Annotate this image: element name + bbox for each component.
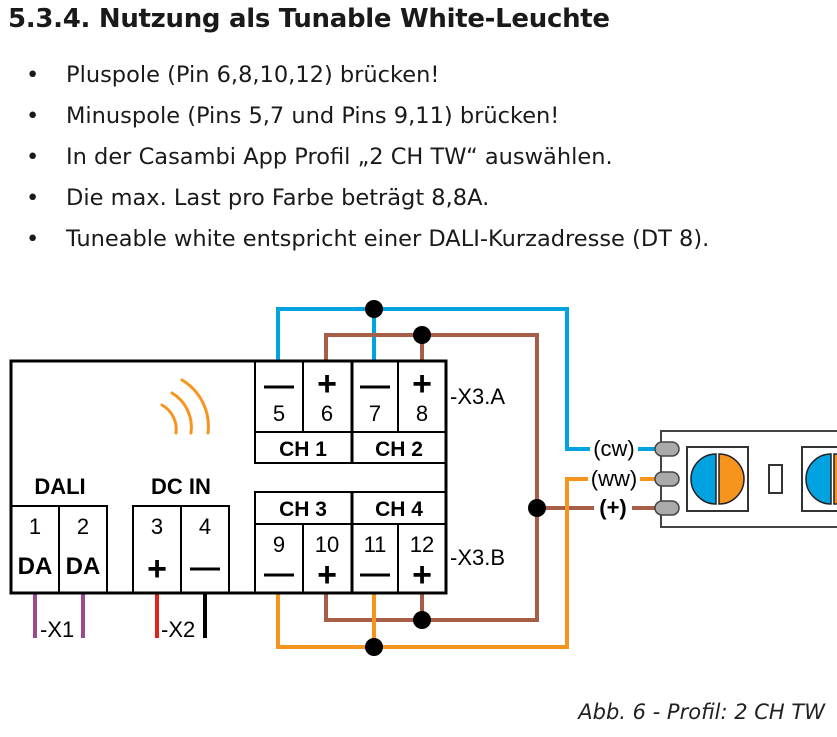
pin-number: 5	[273, 401, 285, 426]
pin-sign: —	[190, 551, 220, 584]
pin-number: 4	[199, 514, 211, 539]
connector-pad	[654, 441, 680, 457]
pin-number: 3	[151, 514, 163, 539]
pin-sign: +	[412, 556, 432, 594]
led-cw-half	[690, 453, 717, 505]
channel-label: CH 3	[279, 498, 327, 521]
pin-number: 8	[416, 401, 428, 426]
list-item: •Minuspole (Pins 5,7 und Pins 9,11) brüc…	[26, 103, 560, 129]
pin-sign: —	[360, 557, 390, 590]
pin-sign: —	[264, 369, 294, 402]
pin-number: 6	[321, 401, 333, 426]
wire-plus-top	[324, 333, 539, 622]
section-heading: 5.3.4. Nutzung als Tunable White-Leuchte	[8, 4, 610, 34]
channel-label: CH 2	[375, 438, 423, 461]
led-ww-half	[718, 453, 745, 505]
terminal-block-x3a	[254, 360, 447, 464]
pin-number: 9	[273, 532, 285, 557]
pin-sign: —	[360, 369, 390, 402]
list-item: •Pluspole (Pin 6,8,10,12) brücken!	[26, 62, 440, 88]
wireless-icon	[160, 378, 210, 435]
junction-dot	[413, 326, 431, 344]
pin-number: 11	[364, 532, 387, 557]
pin-sign: —	[264, 557, 294, 590]
pin-sign: +	[317, 365, 337, 403]
junction-dot	[413, 611, 431, 629]
led-strip	[654, 430, 837, 528]
junction-dot	[365, 300, 383, 318]
pin-sign: +	[317, 556, 337, 594]
label-ww: (ww)	[591, 466, 637, 491]
wire-ww	[276, 477, 588, 649]
connector-label-x1: -X1	[40, 617, 74, 642]
terminal-block-x3b	[254, 491, 447, 594]
connector-label-x2: -X2	[161, 617, 195, 642]
pin-sign: DA	[66, 553, 101, 580]
channel-label: CH 1	[279, 438, 327, 461]
pin-sign: +	[147, 550, 167, 588]
pin-sign: +	[412, 365, 432, 403]
bullet-list: •Pluspole (Pin 6,8,10,12) brücken! •Minu…	[0, 58, 709, 263]
label-plus: (+)	[599, 495, 627, 520]
wire-cw	[276, 307, 590, 451]
pin-number: 12	[410, 532, 434, 557]
connector-label-x3b: -X3.B	[450, 545, 505, 570]
list-item: •In der Casambi App Profil „2 CH TW“ aus…	[26, 144, 613, 170]
connector-pad	[654, 471, 680, 487]
pin-number: 1	[29, 514, 41, 539]
connector-label-x3a: -X3.A	[450, 384, 505, 409]
pin-number: 7	[369, 401, 381, 426]
junction-dot	[528, 499, 546, 517]
label-cw: (cw)	[593, 436, 635, 461]
list-item: •Tuneable white entspricht einer DALI-Ku…	[26, 226, 710, 252]
dcin-title: DC IN	[151, 474, 211, 499]
dali-title: DALI	[34, 474, 85, 499]
connector-pad	[654, 500, 680, 516]
channel-label: CH 4	[375, 498, 423, 521]
figure-caption: Abb. 6 - Profil: 2 CH TW	[578, 700, 825, 724]
pin-sign: DA	[18, 553, 53, 580]
pin-number: 2	[77, 514, 89, 539]
list-item: •Die max. Last pro Farbe beträgt 8,8A.	[26, 185, 490, 211]
junction-dot	[365, 638, 383, 656]
resistor	[768, 464, 783, 494]
pin-number: 10	[315, 532, 339, 557]
